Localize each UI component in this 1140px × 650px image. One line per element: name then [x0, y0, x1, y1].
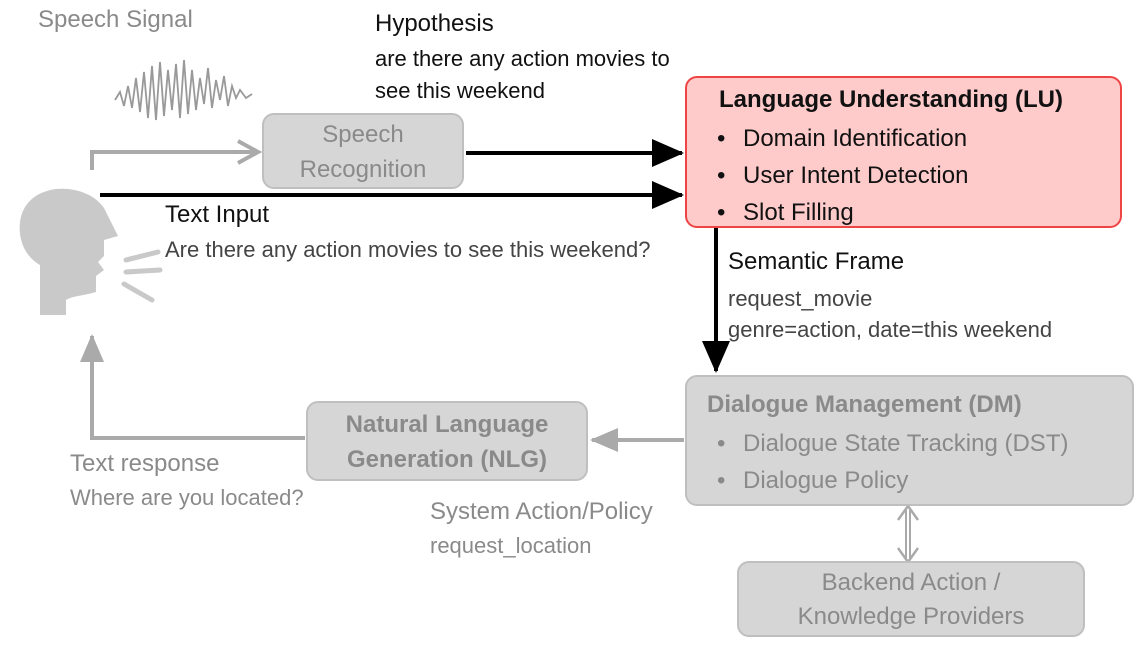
- text-response-text: Where are you located?: [70, 485, 304, 510]
- speaking-head-icon: [19, 188, 119, 315]
- semantic-frame-title: Semantic Frame: [728, 248, 905, 275]
- semantic-frame-line-2: genre=action, date=this weekend: [728, 317, 1053, 342]
- lu-title: Language Understanding (LU): [719, 86, 1063, 113]
- text-response-title: Text response: [70, 450, 220, 477]
- asr-line-1: Speech: [322, 121, 404, 148]
- backend-box: Backend Action / Knowledge Providers: [737, 561, 1085, 637]
- semantic-frame-line-1: request_movie: [728, 286, 873, 311]
- nlg-box: Natural Language Generation (NLG): [306, 401, 588, 481]
- dm-item-state-tracking: Dialogue State Tracking (DST): [713, 425, 1068, 462]
- system-action-text: request_location: [430, 533, 592, 558]
- text-input-title: Text Input: [165, 201, 270, 228]
- dialogue-management-box: Dialogue Management (DM) Dialogue State …: [685, 375, 1134, 506]
- dm-title: Dialogue Management (DM): [707, 391, 1022, 418]
- text-input-text: Are there any action movies to see this …: [165, 237, 651, 262]
- speech-signal-label: Speech Signal: [38, 6, 193, 33]
- asr-line-2: Recognition: [299, 156, 427, 183]
- hypothesis-title: Hypothesis: [375, 10, 494, 37]
- lu-item-domain-identification: Domain Identification: [713, 120, 968, 157]
- system-action-title: System Action/Policy: [430, 498, 653, 525]
- hypothesis-line-1: are there any action movies to: [375, 46, 670, 71]
- nlg-line-2: Generation (NLG): [346, 446, 547, 473]
- arrow-dm-backend: [896, 503, 920, 565]
- hypothesis-line-2: see this weekend: [375, 78, 545, 103]
- lu-item-list: Domain Identification User Intent Detect…: [713, 120, 968, 231]
- speech-recognition-box: Speech Recognition: [262, 113, 464, 189]
- sound-lines-icon: [121, 249, 163, 303]
- waveform-icon: [114, 59, 253, 121]
- backend-line-1: Backend Action /: [821, 569, 1001, 596]
- nlg-line-1: Natural Language: [345, 411, 549, 438]
- lu-item-slot-filling: Slot Filling: [713, 194, 968, 231]
- dm-item-list: Dialogue State Tracking (DST) Dialogue P…: [713, 425, 1068, 499]
- lu-item-user-intent-detection: User Intent Detection: [713, 157, 968, 194]
- arrow-nlg-to-head: [80, 334, 305, 440]
- dm-item-dialogue-policy: Dialogue Policy: [713, 462, 1068, 499]
- backend-line-2: Knowledge Providers: [797, 603, 1025, 630]
- language-understanding-box: Language Understanding (LU) Domain Ident…: [685, 76, 1122, 231]
- arrow-head-to-asr: [90, 152, 258, 170]
